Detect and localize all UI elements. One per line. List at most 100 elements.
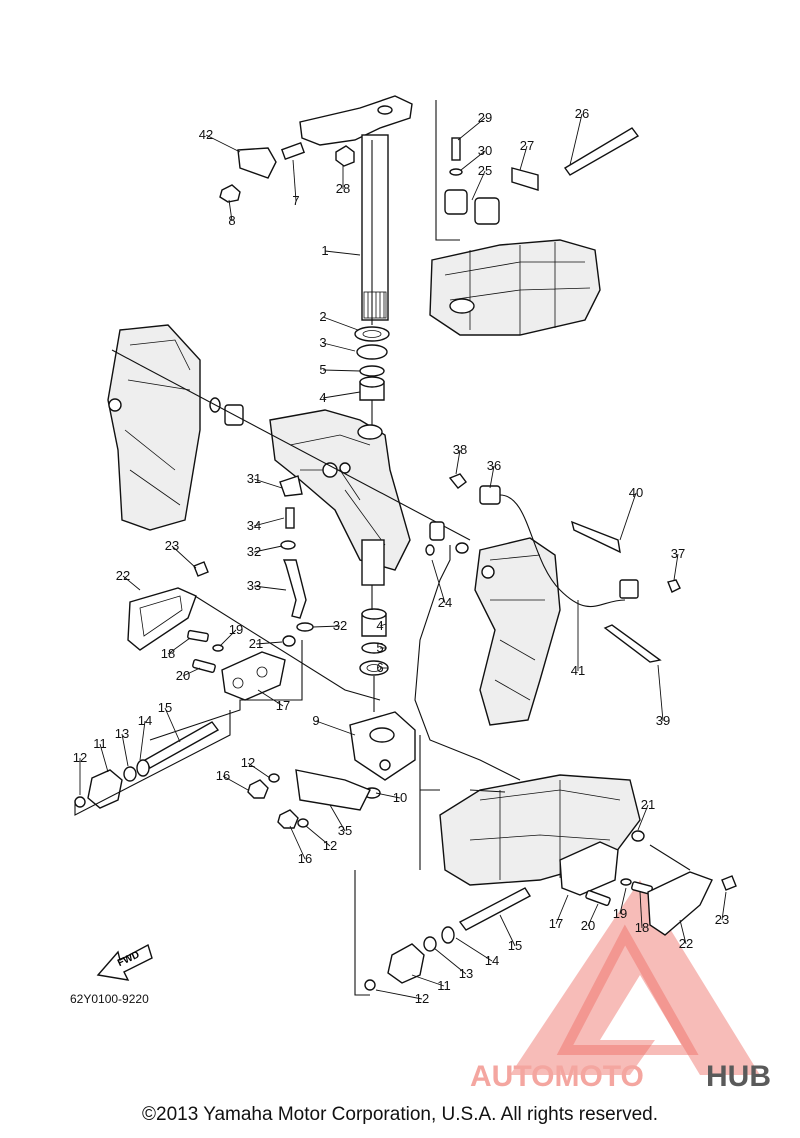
callout-number: 26 [575, 106, 589, 121]
clamp-bracket-left [107, 324, 201, 531]
leader-line [253, 585, 287, 591]
mount-rubber-25b [474, 197, 500, 225]
leader-line [619, 492, 637, 541]
stud-20-left [192, 659, 216, 673]
washer-14-right [441, 926, 455, 944]
bushing-3 [356, 344, 388, 360]
callout-number: 39 [656, 713, 670, 728]
callout-number: 4 [376, 618, 383, 633]
bushing-4-lower-top [361, 608, 387, 620]
callout-number: 12 [241, 755, 255, 770]
nut-8 [219, 184, 241, 203]
callout-number: 13 [459, 966, 473, 981]
leader-line [519, 145, 528, 171]
washer-2 [354, 326, 390, 342]
sensor-wire-41 [499, 494, 626, 608]
yoke-hole [377, 105, 393, 115]
callout-number: 40 [629, 485, 643, 500]
leader-line [489, 465, 495, 489]
damper-11-left [87, 769, 123, 809]
hose-33 [282, 559, 307, 619]
callout-number: 35 [338, 823, 352, 838]
leader-line [379, 623, 387, 627]
leader-line [164, 707, 181, 743]
callout-number: 34 [247, 518, 261, 533]
callout-number: 32 [247, 544, 261, 559]
washer-12-right [364, 979, 376, 991]
lower-bracket-pin [379, 759, 391, 771]
callout-number: 13 [115, 726, 129, 741]
leader-line [587, 903, 599, 927]
watermark-word-2: HUB [706, 1060, 771, 1093]
stud-7 [280, 141, 306, 161]
leader-line [411, 974, 445, 987]
callout-number: 18 [161, 646, 175, 661]
callout-number: 15 [508, 938, 522, 953]
leader-line [457, 117, 486, 141]
steering-yoke [299, 95, 413, 146]
callout-number: 33 [247, 578, 261, 593]
callout-number: 22 [679, 936, 693, 951]
stud-20-right [585, 890, 611, 906]
leader-line [322, 316, 359, 331]
callout-number: 22 [116, 568, 130, 583]
washer-right [455, 542, 469, 554]
damper-11-right [387, 943, 425, 984]
callout-number: 27 [520, 138, 534, 153]
washer-12-center [268, 773, 280, 783]
leader-line [673, 553, 679, 581]
leader-line [555, 894, 569, 925]
lower-housing-details [469, 780, 621, 880]
bolt-29 [451, 137, 461, 161]
tilt-axis-line [139, 364, 471, 541]
mount-17-left [221, 651, 286, 701]
leader-line [657, 664, 664, 722]
leader-line [219, 629, 237, 647]
mount-housing-hole [449, 298, 475, 314]
callout-number: 17 [276, 698, 290, 713]
callout-number: 8 [228, 213, 235, 228]
bushing-right-1 [429, 521, 445, 541]
shaft-spline [363, 291, 387, 319]
screw-23-left [193, 561, 209, 577]
leader-line [499, 914, 516, 947]
fwd-arrow [96, 943, 153, 981]
leader-line [247, 762, 271, 779]
callout-number: 18 [635, 920, 649, 935]
washer-12-left [74, 796, 86, 808]
callout-number: 14 [485, 953, 499, 968]
callout-number: 38 [453, 442, 467, 457]
callout-number: 9 [312, 713, 319, 728]
leader-line [679, 919, 687, 945]
leader-line [721, 891, 727, 921]
callout-number: 12 [73, 750, 87, 765]
leader-line [255, 641, 283, 645]
plate-35 [295, 769, 371, 811]
leader-line [322, 342, 356, 352]
callout-number: 16 [298, 851, 312, 866]
cover-22-left-inner [139, 595, 183, 637]
callout-number: 23 [165, 538, 179, 553]
callout-number: 23 [715, 912, 729, 927]
callout-number: 32 [333, 618, 347, 633]
callout-number: 29 [478, 110, 492, 125]
leader-line [433, 947, 467, 975]
callout-number: 37 [671, 546, 685, 561]
leader-line [122, 575, 141, 591]
leader-line [205, 134, 241, 153]
leader-line [99, 743, 109, 773]
nut-21-left [282, 635, 296, 647]
bolt-26 [563, 127, 640, 176]
steering-shaft [361, 134, 389, 321]
callout-number: 6 [376, 660, 383, 675]
mount-17-left-hole-b [256, 666, 268, 678]
screw-23-right [721, 875, 737, 891]
washer-2-hole [362, 330, 382, 338]
callout-number: 21 [641, 797, 655, 812]
leader-line [322, 369, 361, 372]
plate-27 [511, 167, 539, 191]
oring-5-upper [359, 365, 385, 377]
leader-line [182, 667, 201, 677]
screw-37 [667, 579, 681, 593]
callout-number: 10 [393, 790, 407, 805]
